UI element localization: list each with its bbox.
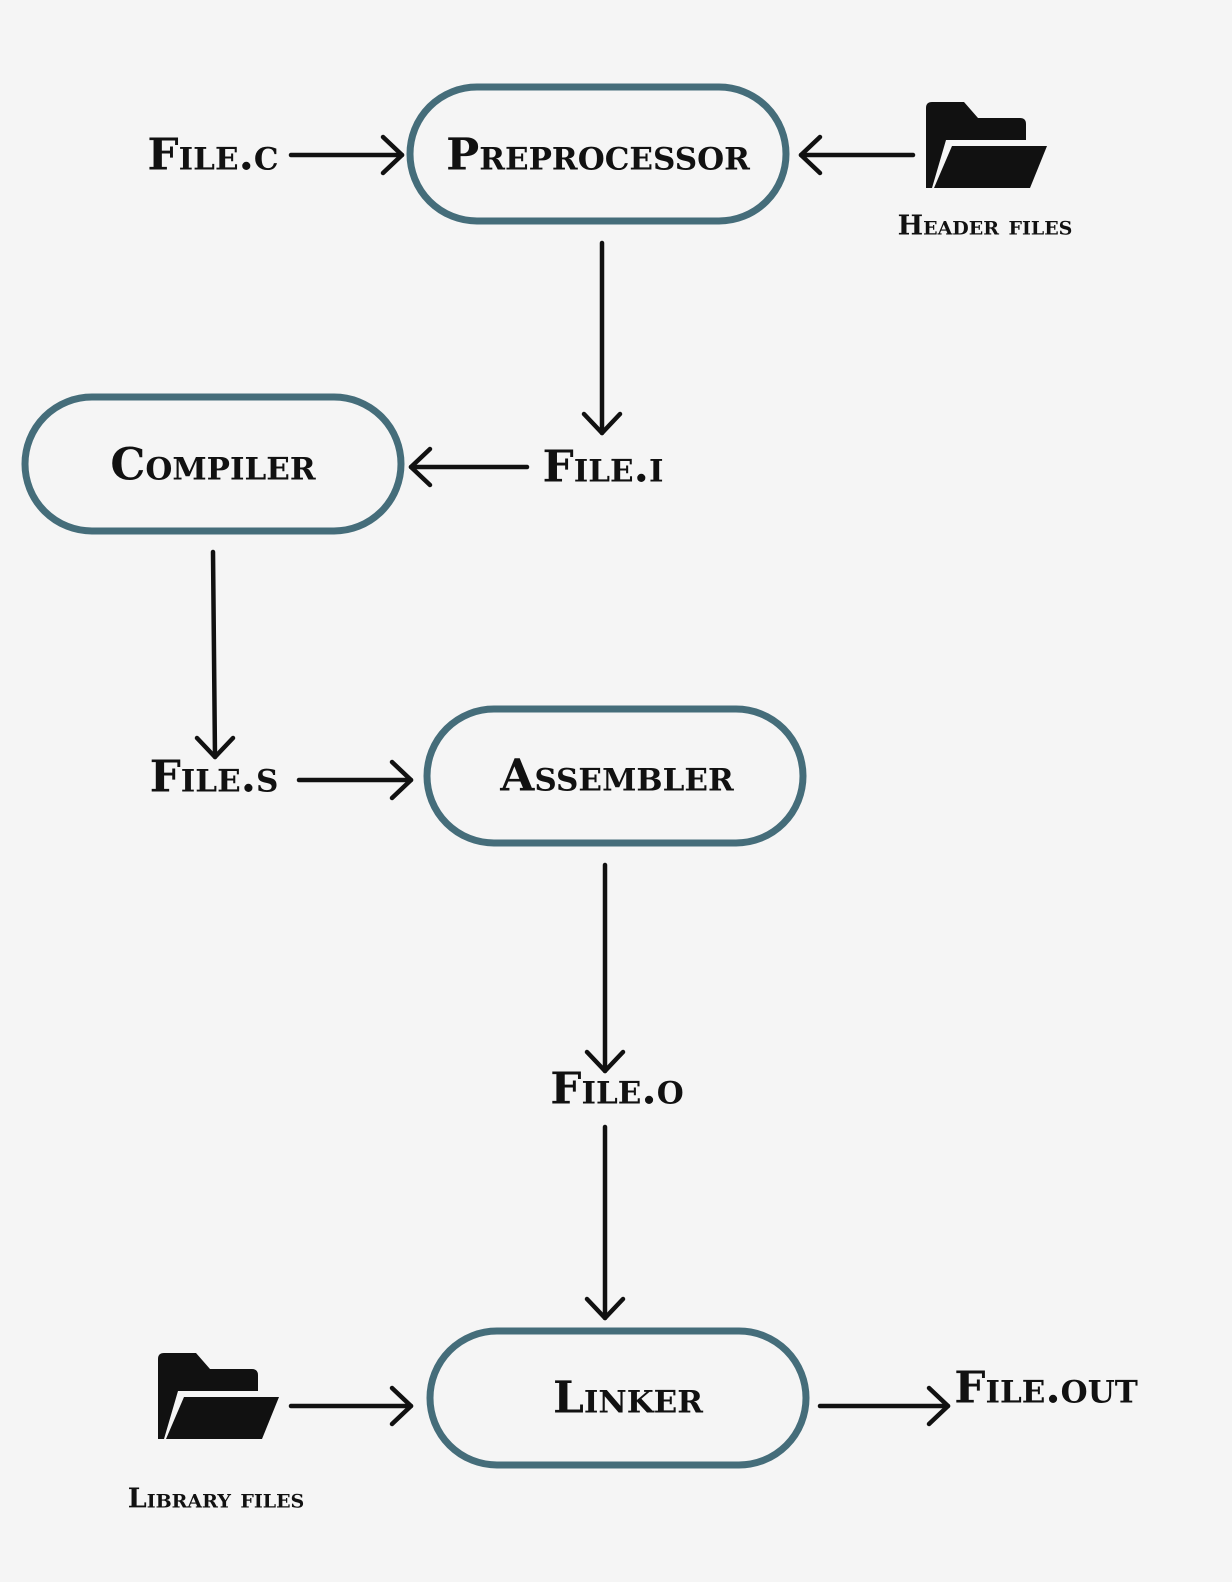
node-label: Linker	[553, 1373, 703, 1424]
node-assembler: Assembler	[423, 705, 807, 847]
library-files-label: Library files	[128, 1484, 305, 1515]
header-files-label: Header files	[898, 211, 1073, 242]
edge-linker-to-fileout	[817, 1385, 951, 1427]
edge-files-to-assembler	[296, 759, 414, 801]
node-shape	[426, 1327, 810, 1469]
edge-fileo-to-linker	[584, 1124, 626, 1321]
node-shape	[423, 705, 807, 847]
file-c-label: File.c	[147, 130, 278, 181]
node-shape	[406, 83, 790, 225]
header-folder-icon	[926, 102, 1047, 188]
file-o-label: File.o	[550, 1064, 684, 1115]
node-preprocessor: Preprocessor	[406, 83, 790, 225]
node-shape	[21, 393, 405, 535]
edge-header-to-preprocessor	[798, 134, 916, 176]
edge-assembler-to-fileo	[584, 862, 626, 1074]
edge-filei-to-compiler	[408, 446, 530, 488]
file-out-label: File.out	[954, 1363, 1138, 1414]
node-label: Preprocessor	[446, 130, 750, 181]
file-s-label: File.s	[150, 752, 279, 803]
edge-filec-to-preprocessor	[288, 134, 405, 176]
file-i-label: File.i	[543, 442, 664, 493]
edge-library-to-linker	[288, 1385, 414, 1427]
edge-compiler-to-files	[194, 549, 236, 760]
library-folder-icon	[158, 1353, 279, 1439]
node-compiler: Compiler	[21, 393, 405, 535]
node-label: Compiler	[110, 440, 316, 491]
node-linker: Linker	[426, 1327, 810, 1469]
node-label: Assembler	[499, 751, 734, 802]
edge-preprocessor-to-filei	[581, 240, 623, 436]
